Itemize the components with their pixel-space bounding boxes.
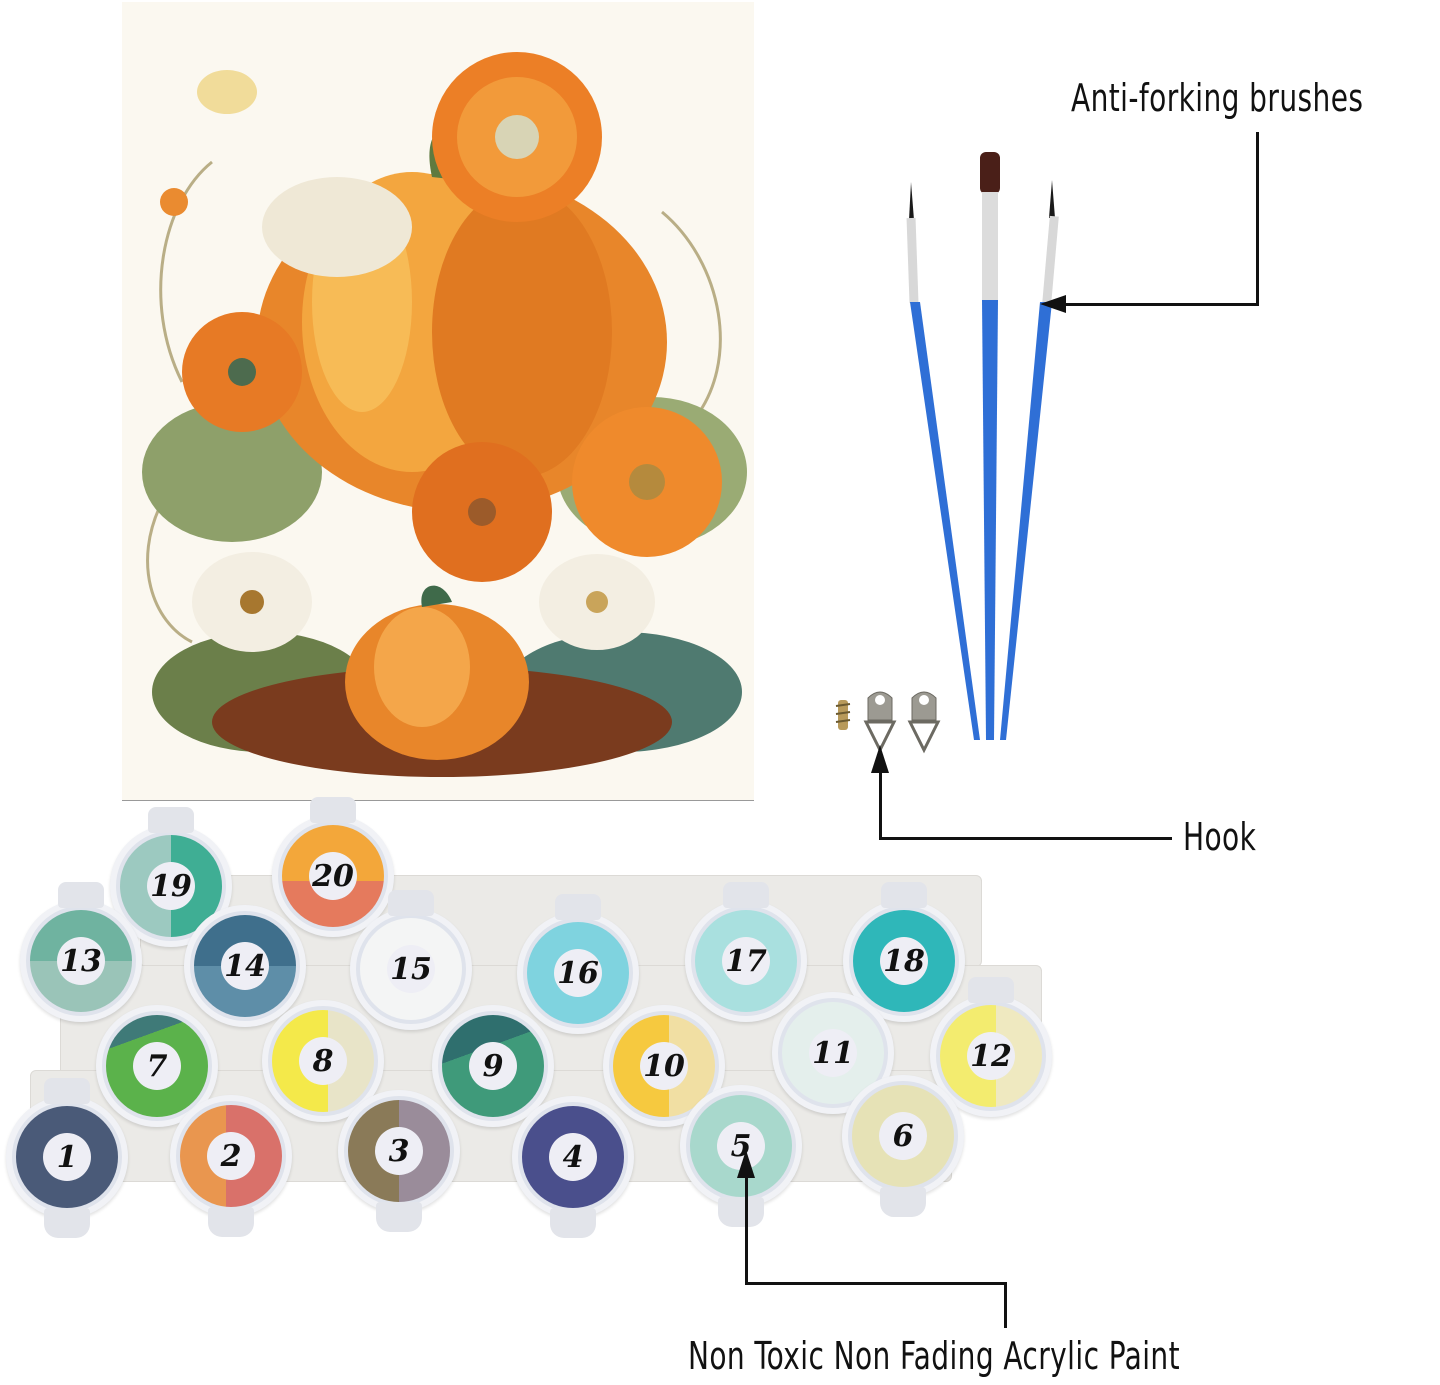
paint-pot-4: 4 bbox=[512, 1096, 634, 1238]
paint-pot-5: 5 bbox=[680, 1085, 802, 1227]
paint-pot-6: 6 bbox=[842, 1075, 964, 1217]
paint-pot-20: 20 bbox=[272, 797, 394, 937]
paint-callout-line-drop bbox=[1004, 1282, 1007, 1328]
paint-pot-11: 11 bbox=[772, 992, 894, 1114]
hook-icon bbox=[863, 691, 897, 754]
brushes-callout-label: Anti-forking brushes bbox=[1071, 76, 1364, 120]
paint-pot-13: 13 bbox=[20, 882, 142, 1022]
paint-callout-line-horizontal bbox=[745, 1282, 1007, 1285]
paint-pot-1: 1 bbox=[6, 1078, 128, 1238]
hook-callout-arrow-icon bbox=[871, 745, 889, 773]
pumpkin-painting bbox=[122, 2, 754, 800]
pumpkin-painting-canvas bbox=[122, 2, 754, 800]
brush-round-right bbox=[1000, 180, 1059, 740]
paint-callout-label: Non Toxic Non Fading Acrylic Paint bbox=[688, 1334, 1180, 1378]
paint-callout-arrow-icon bbox=[737, 1150, 755, 1178]
brushes-callout-arrow-icon bbox=[1040, 295, 1066, 313]
paint-pot-18: 18 bbox=[843, 882, 965, 1022]
hook-callout-label: Hook bbox=[1183, 815, 1257, 859]
brush-flat-middle bbox=[980, 152, 1000, 740]
sawtooth-hooks bbox=[835, 691, 941, 754]
screw-icon bbox=[835, 700, 851, 730]
paint-pot-3: 3 bbox=[338, 1090, 460, 1232]
hook-callout-line-vertical bbox=[879, 770, 882, 840]
paint-pot-17: 17 bbox=[685, 882, 807, 1022]
hook-icon bbox=[907, 691, 941, 754]
paint-pot-9: 9 bbox=[432, 1005, 554, 1127]
paint-pot-14: 14 bbox=[184, 905, 306, 1027]
brush-round-left bbox=[906, 182, 980, 740]
paint-callout-line-vertical bbox=[745, 1175, 748, 1285]
paint-pot-16: 16 bbox=[517, 894, 639, 1034]
brushes-callout-line-vertical bbox=[1256, 132, 1259, 306]
brushes-callout-line-horizontal bbox=[1064, 303, 1259, 306]
paint-pot-12: 12 bbox=[930, 977, 1052, 1117]
paint-pot-2: 2 bbox=[170, 1095, 292, 1237]
paint-pot-15: 15 bbox=[350, 890, 472, 1030]
paint-pot-7: 7 bbox=[96, 1005, 218, 1127]
hook-callout-line-horizontal bbox=[879, 837, 1172, 840]
paint-brushes bbox=[906, 152, 1059, 740]
paint-pot-10: 10 bbox=[603, 1005, 725, 1127]
acrylic-paint-pots: 19 20 13 14 15 16 17 18 7 8 9 10 11 12 1… bbox=[0, 797, 1060, 1240]
